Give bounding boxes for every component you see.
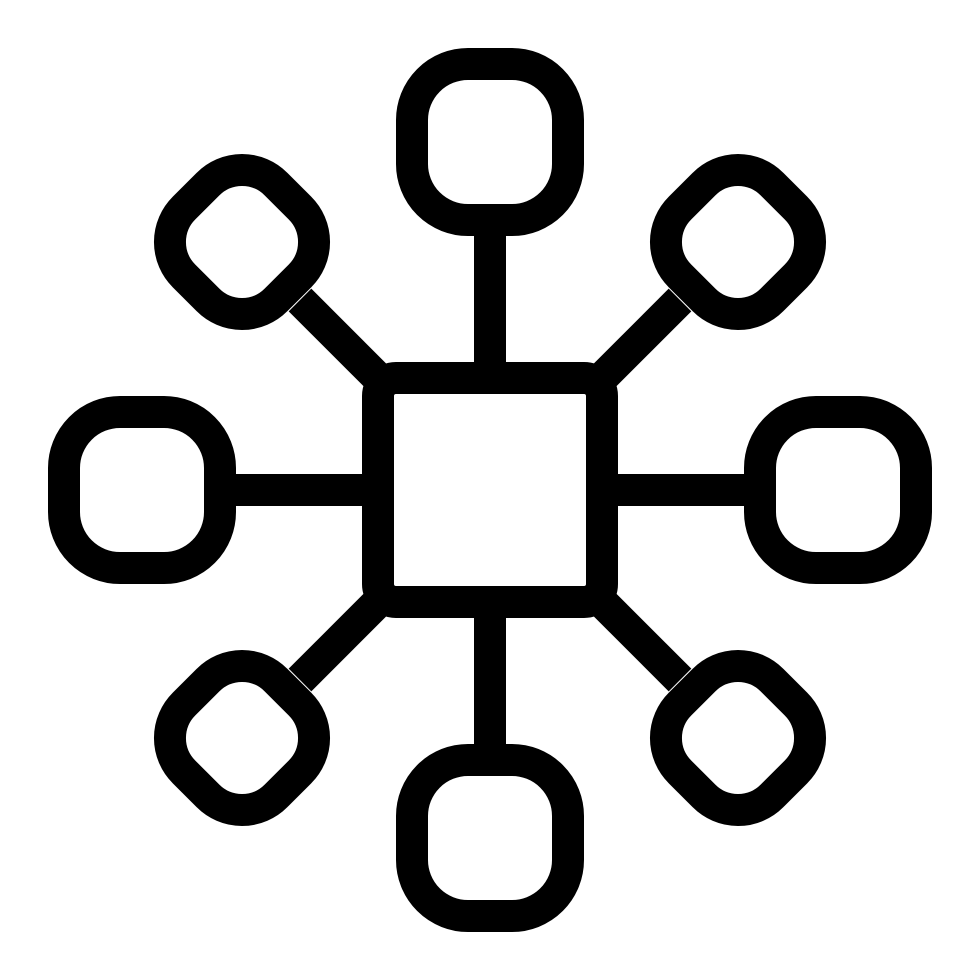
node-top-left bbox=[153, 153, 331, 331]
node-bottom bbox=[396, 744, 584, 932]
node-bottom-right bbox=[649, 649, 827, 827]
hub-node bbox=[362, 362, 618, 618]
node-bottom-left bbox=[153, 649, 331, 827]
node-top-right bbox=[649, 153, 827, 331]
node-top bbox=[396, 48, 584, 236]
node-left bbox=[48, 396, 236, 584]
node-right bbox=[744, 396, 932, 584]
